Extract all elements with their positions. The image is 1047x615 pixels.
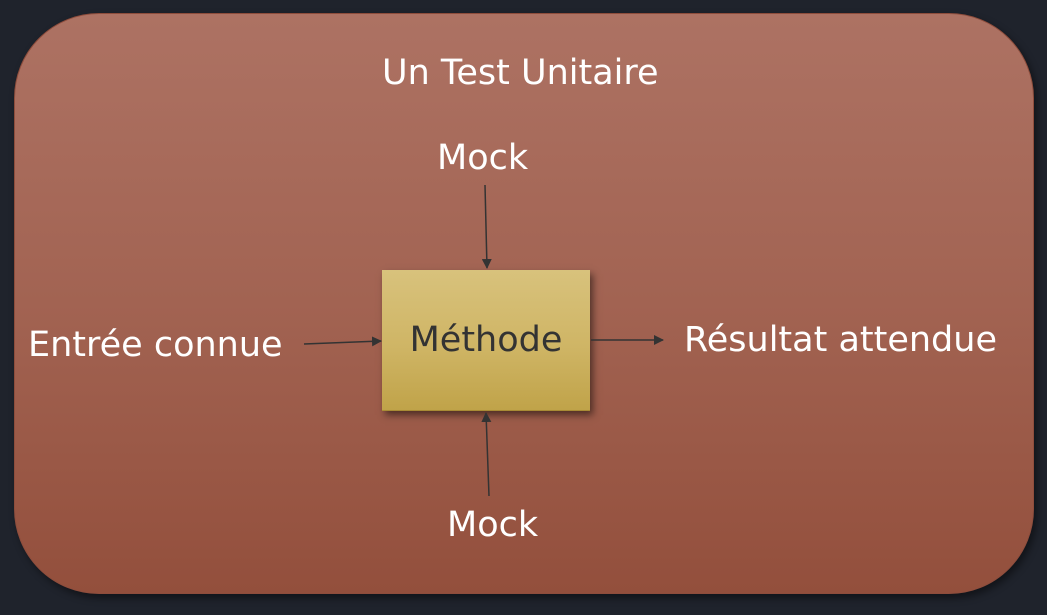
mock-bottom-label: Mock [447,505,539,545]
method-box: Méthode [382,270,590,411]
arrow-input [303,336,382,347]
mock-top-label: Mock [437,138,529,178]
diagram-title: Un Test Unitaire [382,53,659,93]
arrow-mock-bottom [481,412,492,497]
method-label: Méthode [409,320,563,360]
arrow-mock-top [481,184,492,269]
input-label: Entrée connue [28,325,283,365]
output-label: Résultat attendue [684,320,997,360]
